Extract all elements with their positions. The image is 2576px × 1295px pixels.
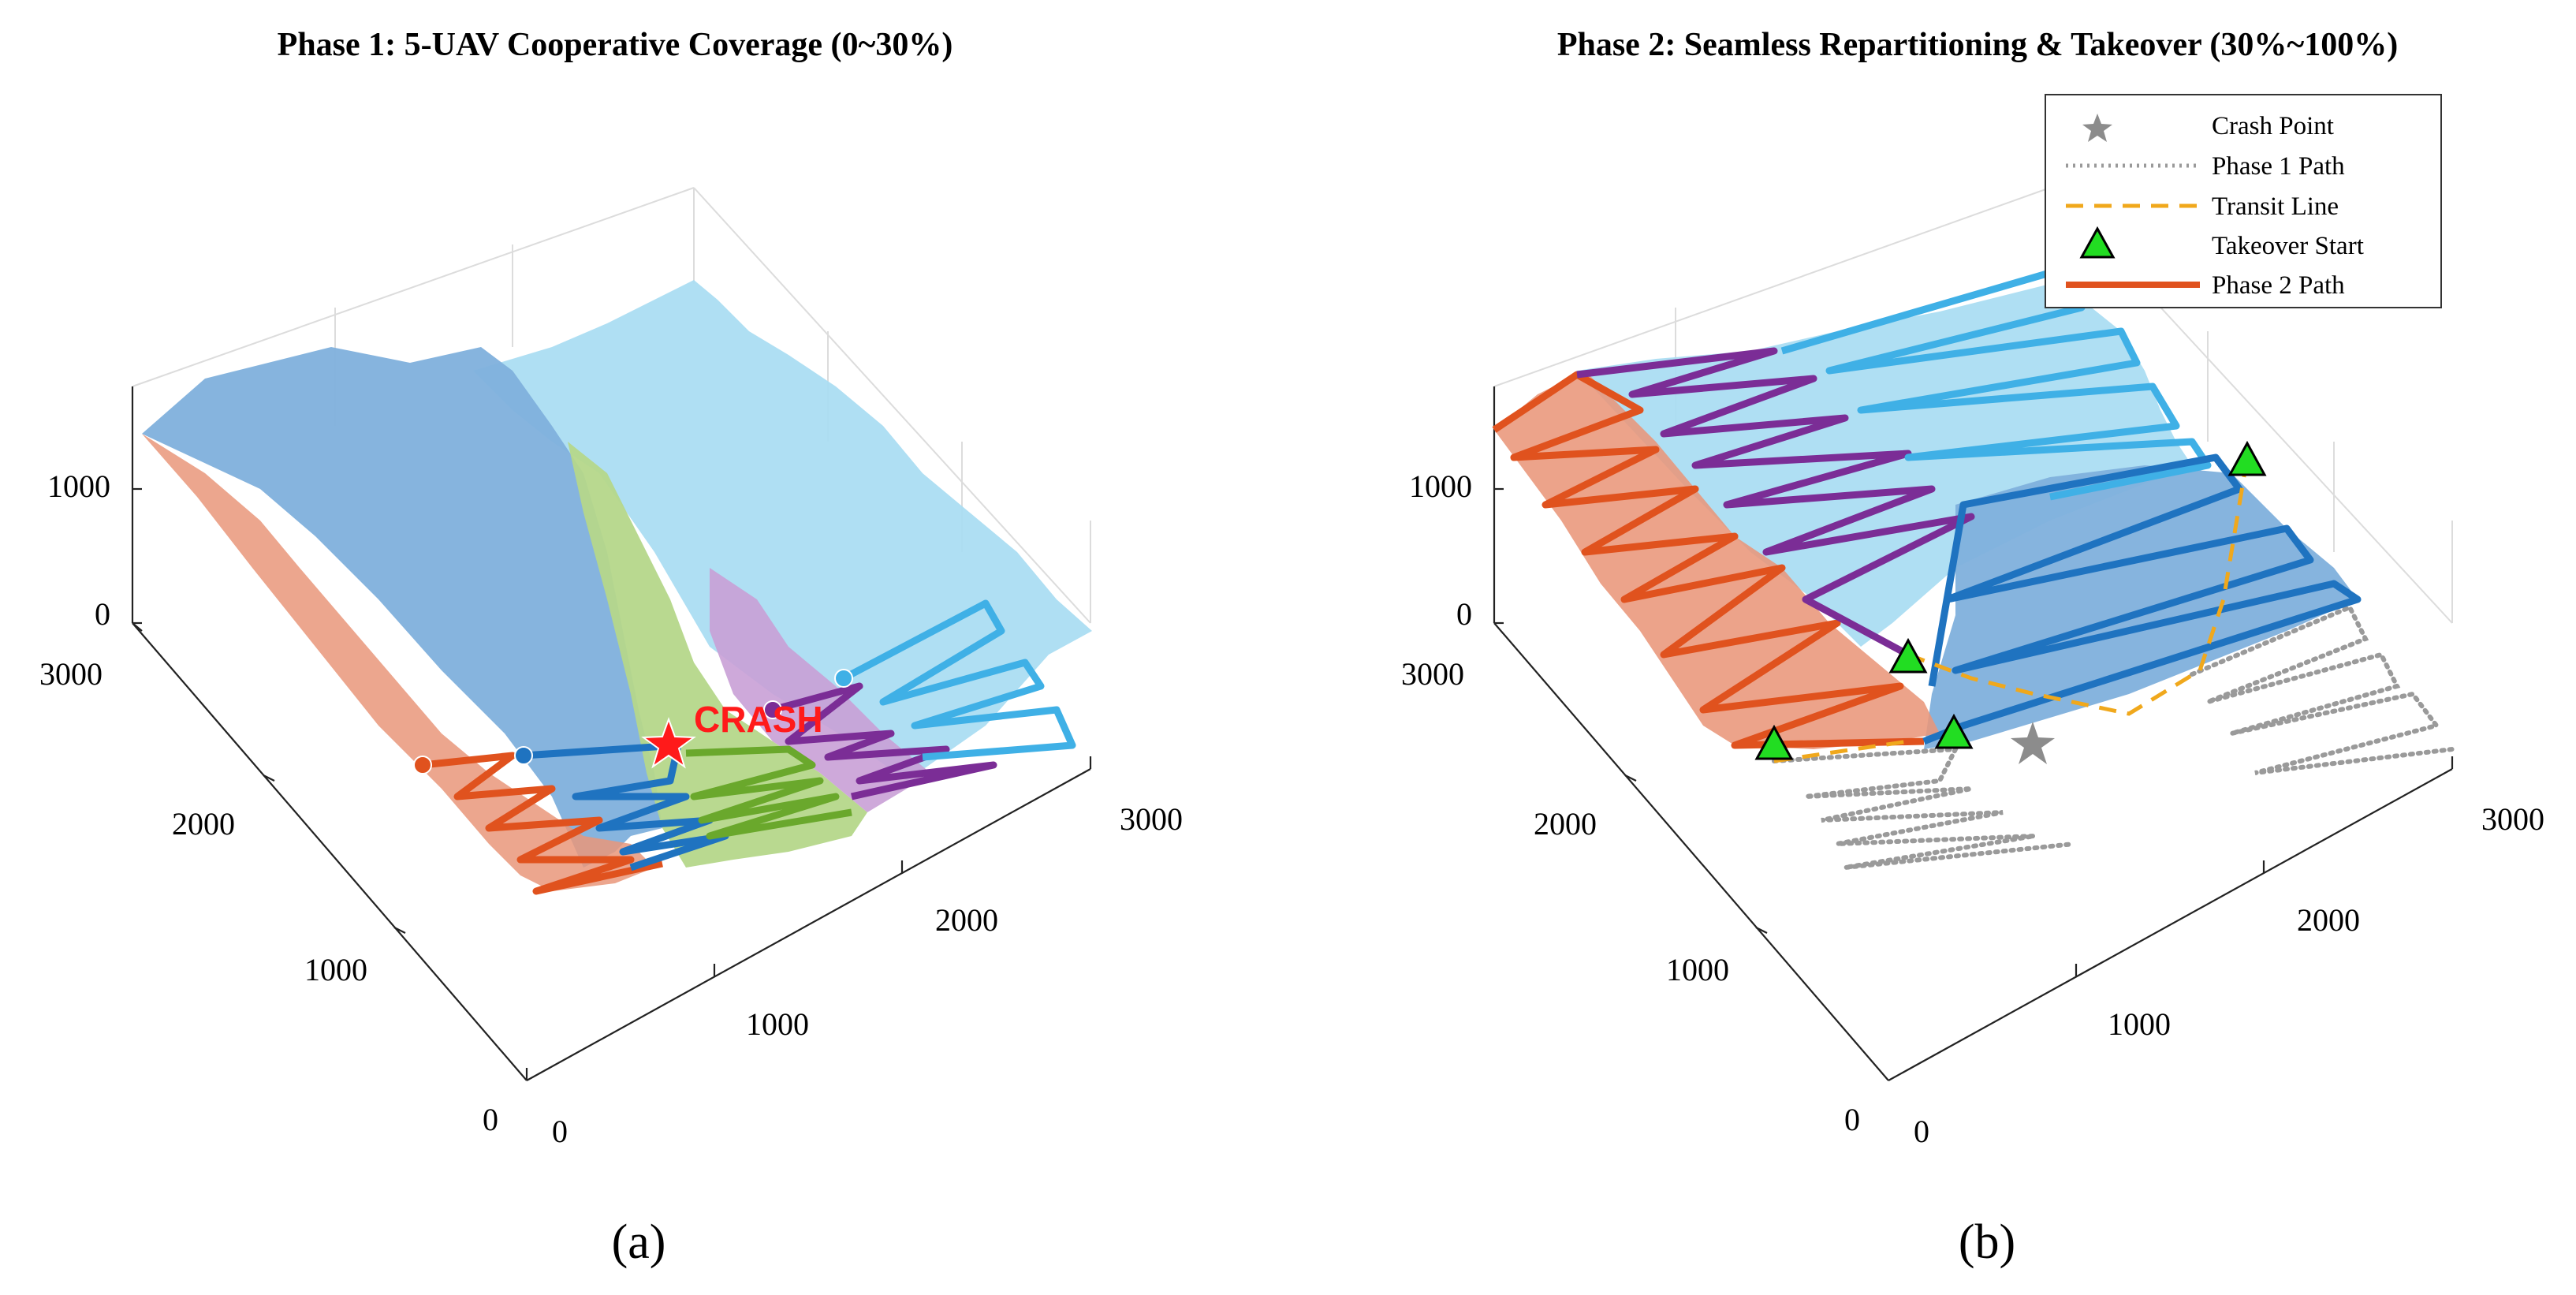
legend-label: Takeover Start — [2212, 232, 2364, 260]
transit-line — [1907, 457, 2250, 716]
panel-b-terrain — [1494, 284, 2358, 749]
start-point-orange — [413, 756, 432, 774]
path-purple — [771, 682, 997, 801]
path-light-blue — [841, 599, 1076, 761]
path-dark-blue — [523, 741, 729, 871]
panel-b-x-axis — [1888, 768, 2453, 1081]
panel-b-tick-labels: 0 1000 3000 2000 1000 0 0 1000 2000 3000 — [1401, 468, 2544, 1149]
panel-b-y-tick-label: 0 — [1844, 1102, 1860, 1137]
panel-a-y-tick-label: 3000 — [39, 656, 103, 692]
panel-b-legend: Crash Point Phase 1 Path Transit Line Ta… — [2045, 94, 2442, 308]
panel-a-paths — [422, 599, 1076, 895]
panel-b-y-tick-label: 1000 — [1666, 952, 1729, 987]
crash-label: CRASH — [694, 699, 823, 740]
panel-a-y-tick-label: 1000 — [304, 952, 367, 987]
crash-point-star-icon — [2011, 722, 2055, 764]
panel-a-grid-line — [132, 187, 695, 387]
legend-label: Transit Line — [2212, 192, 2339, 221]
phase2-path-orange — [1492, 371, 1925, 749]
panel-b-z-tick-label: 1000 — [1409, 468, 1472, 504]
panel-b-x-tick-label: 2000 — [2297, 902, 2360, 938]
panel-a-y-tick — [132, 622, 143, 632]
phase2-path-purple — [1576, 347, 1975, 658]
panel-b-phase1-paths — [1772, 604, 2455, 870]
legend-label: Phase 1 Path — [2212, 152, 2345, 181]
phase1-path-right — [2190, 604, 2455, 775]
panel-b-z-tick-label: 0 — [1456, 596, 1472, 632]
region-light-blue — [473, 280, 1092, 781]
legend-takeover-start-icon — [2079, 226, 2116, 259]
panel-a-caption: (a) — [612, 1215, 666, 1269]
start-point-dark-blue — [514, 746, 533, 765]
panel-a-tick-labels: 0 1000 3000 2000 1000 0 0 1000 2000 3000 — [39, 468, 1183, 1149]
legend-label: Phase 2 Path — [2212, 271, 2345, 300]
panel-a-y-axis — [132, 622, 528, 1081]
legend-crash-point-icon — [2082, 114, 2112, 142]
panel-b-y-tick-label: 3000 — [1401, 656, 1464, 692]
takeover-start-icon — [1934, 713, 1974, 749]
panel-a-x-tick-label: 2000 — [935, 902, 998, 938]
panel-b-x-tick-label: 1000 — [2108, 1006, 2171, 1042]
region-green — [568, 442, 867, 868]
takeover-start-icon — [1754, 724, 1794, 760]
panel-b-caption: (b) — [1959, 1215, 2015, 1269]
start-point-purple — [763, 700, 782, 719]
panel-b-y-tick — [1755, 927, 1768, 934]
panel-a-x-tick-label: 0 — [552, 1114, 568, 1149]
panel-a-y-tick — [393, 927, 406, 934]
panel-a-z-tick-label: 0 — [95, 596, 110, 632]
panel-b-transit-lines — [1773, 457, 2250, 763]
panel-a: Phase 1: 5-UAV Cooperative Coverage (0~3… — [39, 27, 1183, 1269]
takeover-start-icon — [2227, 440, 2267, 476]
panel-a-x-tick-label: 1000 — [746, 1006, 809, 1042]
path-orange — [422, 752, 663, 895]
path-green — [685, 745, 852, 840]
phase2-path-dark-blue — [1922, 453, 2362, 745]
panel-b-takeover-markers — [1754, 440, 2267, 760]
takeover-start-icon — [1888, 637, 1928, 674]
region-orange — [1494, 371, 1940, 749]
panel-a-z-tick-label: 1000 — [47, 468, 110, 504]
panel-a-y-tick-label: 0 — [483, 1102, 498, 1137]
panel-b: Phase 2: Seamless Repartitioning & Takeo… — [1401, 27, 2544, 1269]
panel-a-x-tick-label: 3000 — [1120, 801, 1183, 837]
legend-box — [2045, 94, 2442, 308]
panel-b-grid-line — [1493, 187, 2051, 387]
panel-a-grid-line — [693, 187, 1091, 624]
panel-b-y-tick — [1624, 774, 1637, 782]
panel-b-x-tick-label: 0 — [1914, 1114, 1929, 1149]
transit-line — [1773, 739, 1909, 763]
start-point-light-blue — [834, 669, 853, 688]
panel-a-y-tick-label: 2000 — [172, 806, 235, 842]
crash-star-icon — [641, 717, 696, 769]
panel-a-y-tick — [263, 774, 275, 782]
region-dark-blue — [142, 347, 662, 868]
legend-label: Crash Point — [2212, 112, 2334, 140]
panel-a-start-points — [413, 669, 853, 774]
crash-marker: CRASH — [641, 699, 823, 769]
panel-b-y-tick-label: 2000 — [1534, 806, 1597, 842]
panel-a-title: Phase 1: 5-UAV Cooperative Coverage (0~3… — [278, 27, 953, 63]
phase1-path-left — [1772, 746, 2076, 870]
panel-b-y-axis — [1493, 622, 1889, 1081]
panel-b-x-tick-label: 3000 — [2481, 801, 2544, 837]
panel-b-title: Phase 2: Seamless Repartitioning & Takeo… — [1557, 27, 2398, 63]
region-orange — [142, 434, 654, 891]
region-light-blue — [1577, 284, 2192, 647]
panel-a-x-axis — [526, 768, 1091, 1081]
panel-a-axes — [131, 386, 1092, 1081]
